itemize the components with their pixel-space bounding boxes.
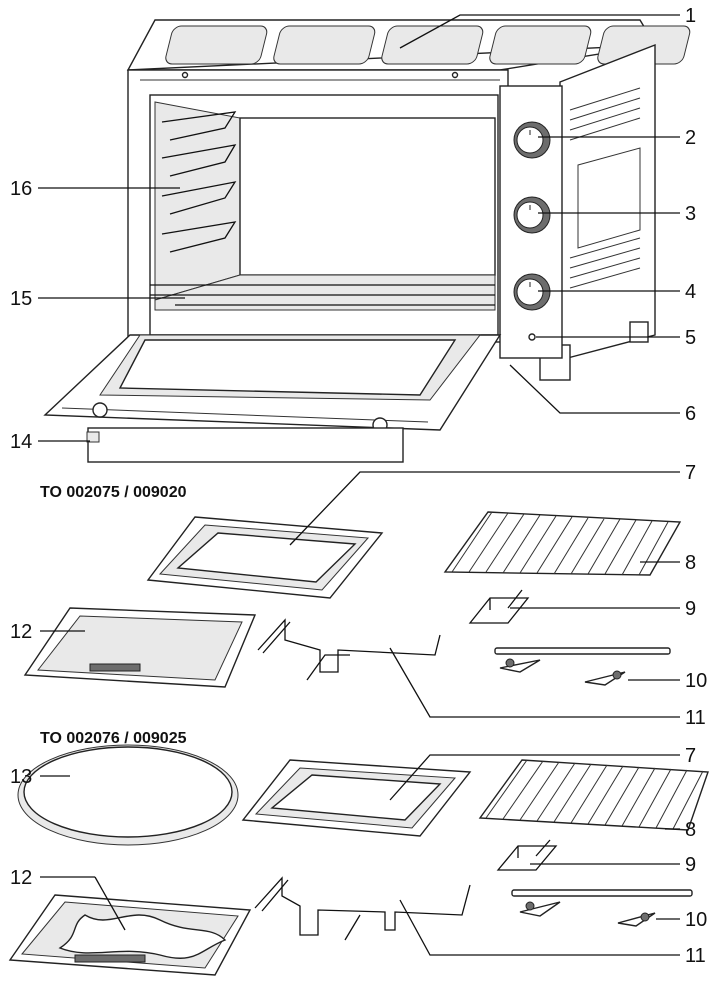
function-knob (513, 196, 551, 234)
callout-1: 1 (685, 5, 696, 27)
callout-6: 6 (685, 403, 696, 425)
callout-11a: 11 (685, 707, 706, 729)
wire-rack (478, 759, 709, 831)
tray-handle (496, 839, 558, 871)
callout-10a: 10 (685, 670, 707, 692)
callout-4: 4 (685, 281, 696, 303)
callout-12a: 12 (10, 621, 32, 643)
shelf-rails (161, 111, 237, 253)
callout-5: 5 (685, 327, 696, 349)
indicator-light (528, 333, 536, 341)
crumb-tray (23, 607, 257, 688)
crumb-tray (8, 894, 252, 976)
side-vent-slots (569, 87, 641, 289)
rotisserie-holder (257, 618, 441, 681)
baking-tray (241, 759, 472, 837)
callout-16: 16 (10, 178, 32, 200)
top-vent-panels (165, 25, 691, 65)
callout-8b: 8 (685, 819, 696, 841)
callout-7a: 7 (685, 462, 696, 484)
callout-12b: 12 (10, 867, 32, 889)
callout-9a: 9 (685, 598, 696, 620)
callout-numbers: 1 2 3 4 5 6 14 15 16 7 8 9 10 11 12 7 8 … (10, 5, 707, 967)
callout-11b: 11 (685, 945, 706, 967)
timer-knob (513, 273, 551, 311)
callout-8a: 8 (685, 552, 696, 574)
callout-15: 15 (10, 288, 32, 310)
model-label-b: TO 002076 / 009025 (40, 730, 187, 747)
callout-9b: 9 (685, 854, 696, 876)
model-label-a: TO 002075 / 009020 (40, 484, 187, 501)
callout-3: 3 (685, 203, 696, 225)
accessories-kit-a (23, 511, 682, 688)
rotisserie-holder (254, 876, 471, 941)
accessories-kit-b (8, 744, 709, 976)
oven-door (43, 334, 502, 463)
callout-10b: 10 (685, 909, 707, 931)
callout-7b: 7 (685, 745, 696, 767)
callout-14: 14 (10, 431, 32, 453)
callout-13b: 13 (10, 766, 32, 788)
callout-2: 2 (685, 127, 696, 149)
baking-tray (146, 516, 384, 599)
toaster-oven (43, 19, 691, 463)
heating-element (150, 284, 495, 306)
temperature-knob (513, 121, 551, 159)
rotisserie-spit (511, 889, 693, 927)
tray-handle (468, 589, 530, 624)
leader-lines (38, 14, 680, 956)
rotisserie-spit (494, 647, 671, 686)
wire-rack (443, 511, 682, 576)
